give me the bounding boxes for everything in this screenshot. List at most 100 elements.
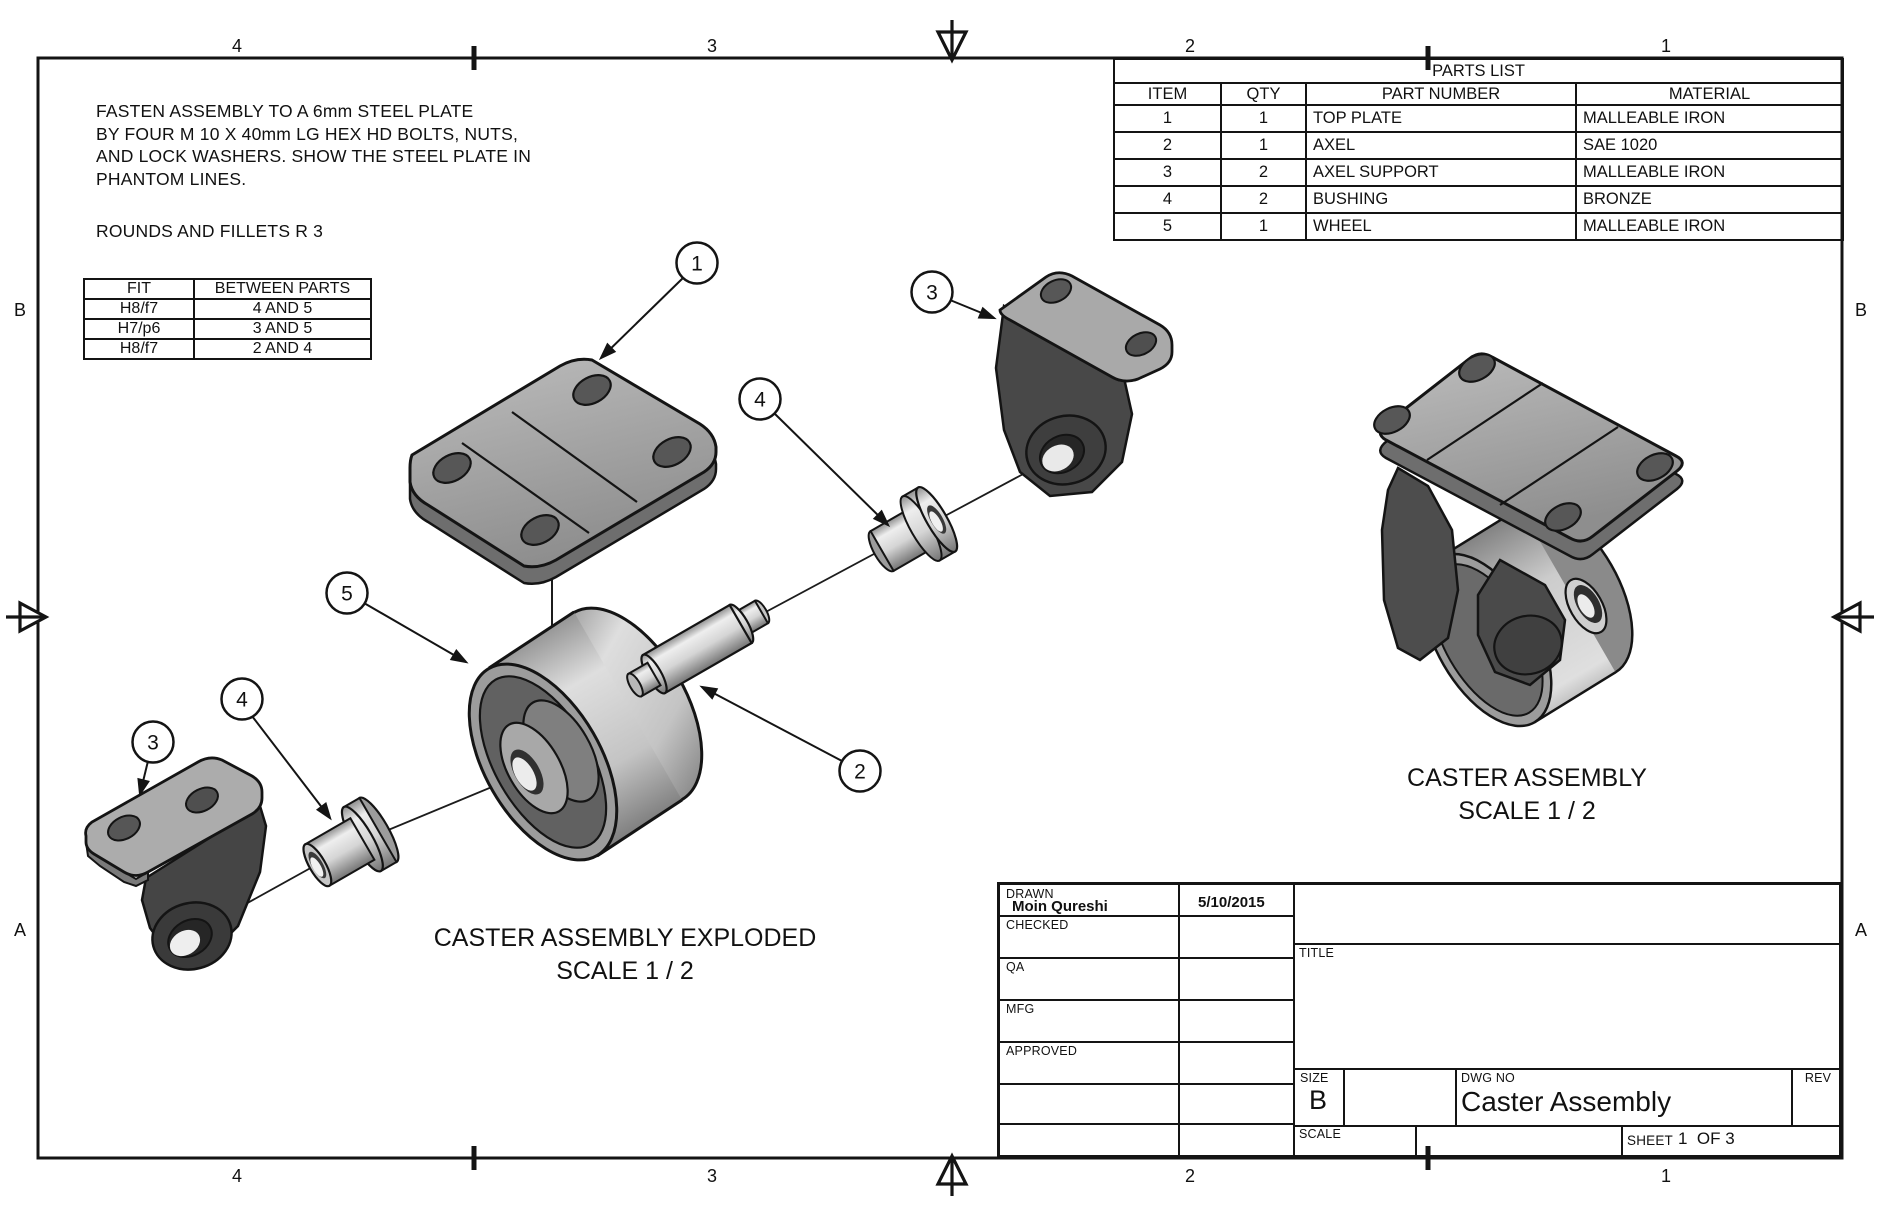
balloon-label: 3 xyxy=(147,732,159,755)
fit-header-fit: FIT xyxy=(83,278,195,300)
parts-list-row: 5 1 WHEEL MALLEABLE IRON xyxy=(1113,212,1845,241)
parts-cell-material: SAE 1020 xyxy=(1574,131,1845,160)
parts-list-row: 3 2 AXEL SUPPORT MALLEABLE IRON xyxy=(1113,158,1845,187)
bushing-upper-drawing xyxy=(867,485,959,573)
rev-label: REV xyxy=(1804,1071,1832,1085)
zone-label-top-4: 4 xyxy=(231,36,242,56)
exploded-view-scale: SCALE 1 / 2 xyxy=(556,957,694,985)
zone-label-bottom-4: 4 xyxy=(231,1166,242,1186)
balloon-label: 4 xyxy=(754,389,766,412)
parts-list-row: 2 1 AXEL SAE 1020 xyxy=(1113,131,1845,160)
parts-header-qty: QTY xyxy=(1220,82,1307,106)
zone-label-right-b: B xyxy=(1854,300,1867,320)
balloon-support-lower: 3 xyxy=(131,720,175,764)
bushing-lower-drawing xyxy=(302,796,400,888)
axel-support-upper-drawing xyxy=(994,271,1174,498)
center-arrow-bottom xyxy=(935,1152,969,1196)
top-plate-drawing xyxy=(408,357,718,585)
zone-label-top-1: 1 xyxy=(1660,36,1671,56)
axel-support-lower-drawing xyxy=(84,756,268,971)
fit-table: FIT BETWEEN PARTS H8/f7 4 AND 5 H7/p6 3 … xyxy=(83,278,372,360)
assembly-view-scale: SCALE 1 / 2 xyxy=(1458,797,1596,825)
fit-cell: H8/f7 xyxy=(83,298,195,320)
parts-cell-qty: 1 xyxy=(1220,104,1307,133)
fit-cell: 4 AND 5 xyxy=(193,298,372,320)
balloon-bushing-lower: 4 xyxy=(220,677,264,721)
parts-header-item: ITEM xyxy=(1113,82,1222,106)
balloon-top-plate: 1 xyxy=(675,241,719,285)
assembly-view-title: CASTER ASSEMBLY xyxy=(1407,764,1647,792)
balloon-label: 1 xyxy=(691,253,703,276)
parts-cell-part-number: AXEL SUPPORT xyxy=(1305,158,1577,187)
sheet-value: 1 OF 3 xyxy=(1678,1129,1735,1148)
parts-cell-item: 2 xyxy=(1113,131,1222,160)
balloon-leaders xyxy=(137,276,997,821)
title-label: TITLE xyxy=(1299,946,1335,960)
parts-list-table: PARTS LIST ITEM QTY PART NUMBER MATERIAL… xyxy=(1112,58,1845,241)
balloon-label: 5 xyxy=(341,583,353,606)
dwg-no-value: Caster Assembly xyxy=(1461,1086,1672,1117)
center-arrow-right xyxy=(1830,600,1874,634)
size-label: SIZE xyxy=(1300,1071,1329,1085)
drawn-label: DRAWN xyxy=(1006,887,1054,901)
parts-cell-part-number: TOP PLATE xyxy=(1305,104,1577,133)
balloon-wheel: 5 xyxy=(325,571,369,615)
size-value: B xyxy=(1308,1085,1327,1115)
exploded-view-title: CASTER ASSEMBLY EXPLODED xyxy=(433,924,817,952)
caster-assembly-drawing xyxy=(1373,352,1684,728)
drawn-date: 5/10/2015 xyxy=(1198,894,1265,911)
center-arrow-top xyxy=(935,20,969,64)
zone-label-right-a: A xyxy=(1854,920,1867,940)
fit-cell: 3 AND 5 xyxy=(193,318,372,340)
parts-cell-material: MALLEABLE IRON xyxy=(1574,104,1845,133)
dwg-no-label: DWG NO xyxy=(1461,1071,1515,1085)
scale-label: SCALE xyxy=(1299,1127,1341,1141)
exploded-view-caption: CASTER ASSEMBLY EXPLODED SCALE 1 / 2 xyxy=(425,922,825,988)
parts-cell-material: MALLEABLE IRON xyxy=(1574,158,1845,187)
parts-cell-part-number: BUSHING xyxy=(1305,185,1577,214)
parts-cell-qty: 2 xyxy=(1220,185,1307,214)
parts-cell-item: 3 xyxy=(1113,158,1222,187)
parts-cell-item: 1 xyxy=(1113,104,1222,133)
parts-cell-item: 4 xyxy=(1113,185,1222,214)
axel-drawing xyxy=(626,599,771,698)
approved-label: APPROVED xyxy=(1006,1044,1078,1058)
balloon-bushing-upper: 4 xyxy=(738,377,782,421)
balloon-label: 4 xyxy=(236,689,248,712)
balloons: 1 3 4 5 4 3 2 xyxy=(131,241,954,793)
parts-cell-part-number: WHEEL xyxy=(1305,212,1577,241)
parts-cell-qty: 1 xyxy=(1220,212,1307,241)
parts-header-part-number: PART NUMBER xyxy=(1305,82,1577,106)
fit-cell: H7/p6 xyxy=(83,318,195,340)
parts-cell-item: 5 xyxy=(1113,212,1222,241)
drawn-value: Moin Qureshi xyxy=(1012,898,1108,915)
wheel-drawing xyxy=(467,606,704,862)
note-line: BY FOUR M 10 X 40mm LG HEX HD BOLTS, NUT… xyxy=(96,123,519,144)
parts-list-row: 4 2 BUSHING BRONZE xyxy=(1113,185,1845,214)
zone-label-top-2: 2 xyxy=(1184,36,1195,56)
fit-header-between: BETWEEN PARTS xyxy=(193,278,372,300)
parts-list-title: PARTS LIST xyxy=(1112,58,1845,84)
balloon-support-upper: 3 xyxy=(910,270,954,314)
title-block: DRAWN Moin Qureshi 5/10/2015 CHECKED QA … xyxy=(997,882,1842,1158)
note-line: AND LOCK WASHERS. SHOW THE STEEL PLATE I… xyxy=(96,146,532,166)
note-line: FASTEN ASSEMBLY TO A 6mm STEEL PLATE xyxy=(96,101,474,121)
zone-label-bottom-2: 2 xyxy=(1184,1166,1195,1186)
parts-cell-qty: 1 xyxy=(1220,131,1307,160)
parts-header-material: MATERIAL xyxy=(1574,82,1845,106)
parts-list-row: 1 1 TOP PLATE MALLEABLE IRON xyxy=(1113,104,1845,133)
zone-label-left-a: A xyxy=(13,920,26,940)
zone-label-bottom-1: 1 xyxy=(1660,1166,1671,1186)
checked-label: CHECKED xyxy=(1006,918,1069,932)
qa-label: QA xyxy=(1006,960,1025,974)
center-arrow-left xyxy=(6,600,50,634)
balloon-axel: 2 xyxy=(838,749,882,793)
zone-label-top-3: 3 xyxy=(706,36,717,56)
balloon-label: 2 xyxy=(854,761,866,784)
parts-cell-qty: 2 xyxy=(1220,158,1307,187)
assembly-view-caption: CASTER ASSEMBLY SCALE 1 / 2 xyxy=(1327,762,1727,828)
zone-label-bottom-3: 3 xyxy=(706,1166,717,1186)
general-notes: FASTEN ASSEMBLY TO A 6mm STEEL PLATE BY … xyxy=(96,100,531,243)
